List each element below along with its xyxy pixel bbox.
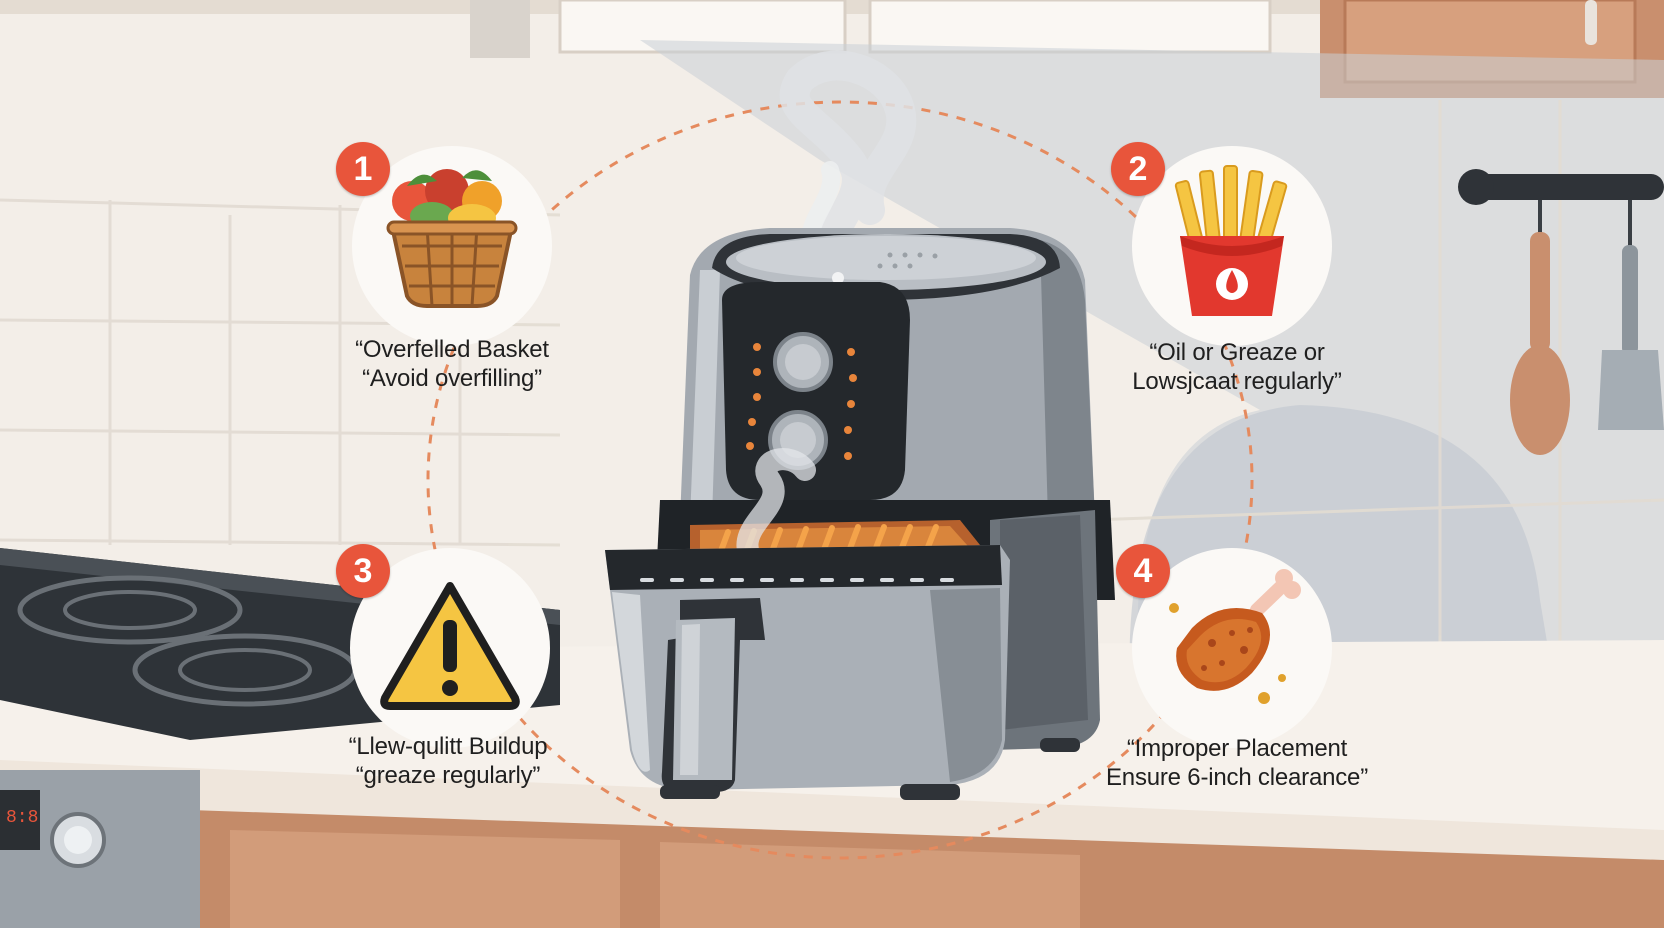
tip-2-icon-circle bbox=[1132, 146, 1332, 346]
tip-1-advice: “Avoid overfilling” bbox=[362, 365, 542, 392]
fried-chicken-drumstick-icon bbox=[1169, 569, 1301, 704]
tip-2-advice: Lowsjcaat regularly” bbox=[1132, 368, 1342, 395]
tip-2-title: “Oil or Greaze or bbox=[1149, 339, 1325, 366]
tip-2-number-badge: 2 bbox=[1111, 142, 1165, 196]
tip-4-title: “Improper Placement bbox=[1126, 735, 1348, 762]
tip-3-caption: “Llew-qulitt Buildup “greaze regularly” bbox=[308, 732, 588, 790]
tip-3-icon-circle bbox=[350, 548, 550, 748]
french-fries-icon bbox=[1174, 165, 1288, 316]
tip-4-number-badge: 4 bbox=[1116, 544, 1170, 598]
tip-3-title: “Llew-qulitt Buildup bbox=[348, 733, 548, 760]
tip-4-advice: Ensure 6-inch clearance” bbox=[1105, 764, 1368, 791]
tip-1-icon-circle bbox=[352, 146, 552, 346]
tip-1-caption: “Overfelled Basket “Avoid overfilling” bbox=[322, 335, 582, 393]
tip-3-advice: “greaze regularly” bbox=[355, 762, 541, 789]
tip-1-title: “Overfelled Basket bbox=[355, 336, 549, 363]
tip-1-number-badge: 1 bbox=[336, 142, 390, 196]
svg-text:8:8: 8:8 bbox=[6, 808, 38, 828]
warning-triangle-icon bbox=[380, 582, 520, 710]
tip-4-caption: “Improper Placement Ensure 6-inch cleara… bbox=[1092, 734, 1382, 792]
vegetable-basket-icon bbox=[386, 169, 518, 308]
tip-2-caption: “Oil or Greaze or Lowsjcaat regularly” bbox=[1102, 338, 1372, 396]
tip-3-number-badge: 3 bbox=[336, 544, 390, 598]
